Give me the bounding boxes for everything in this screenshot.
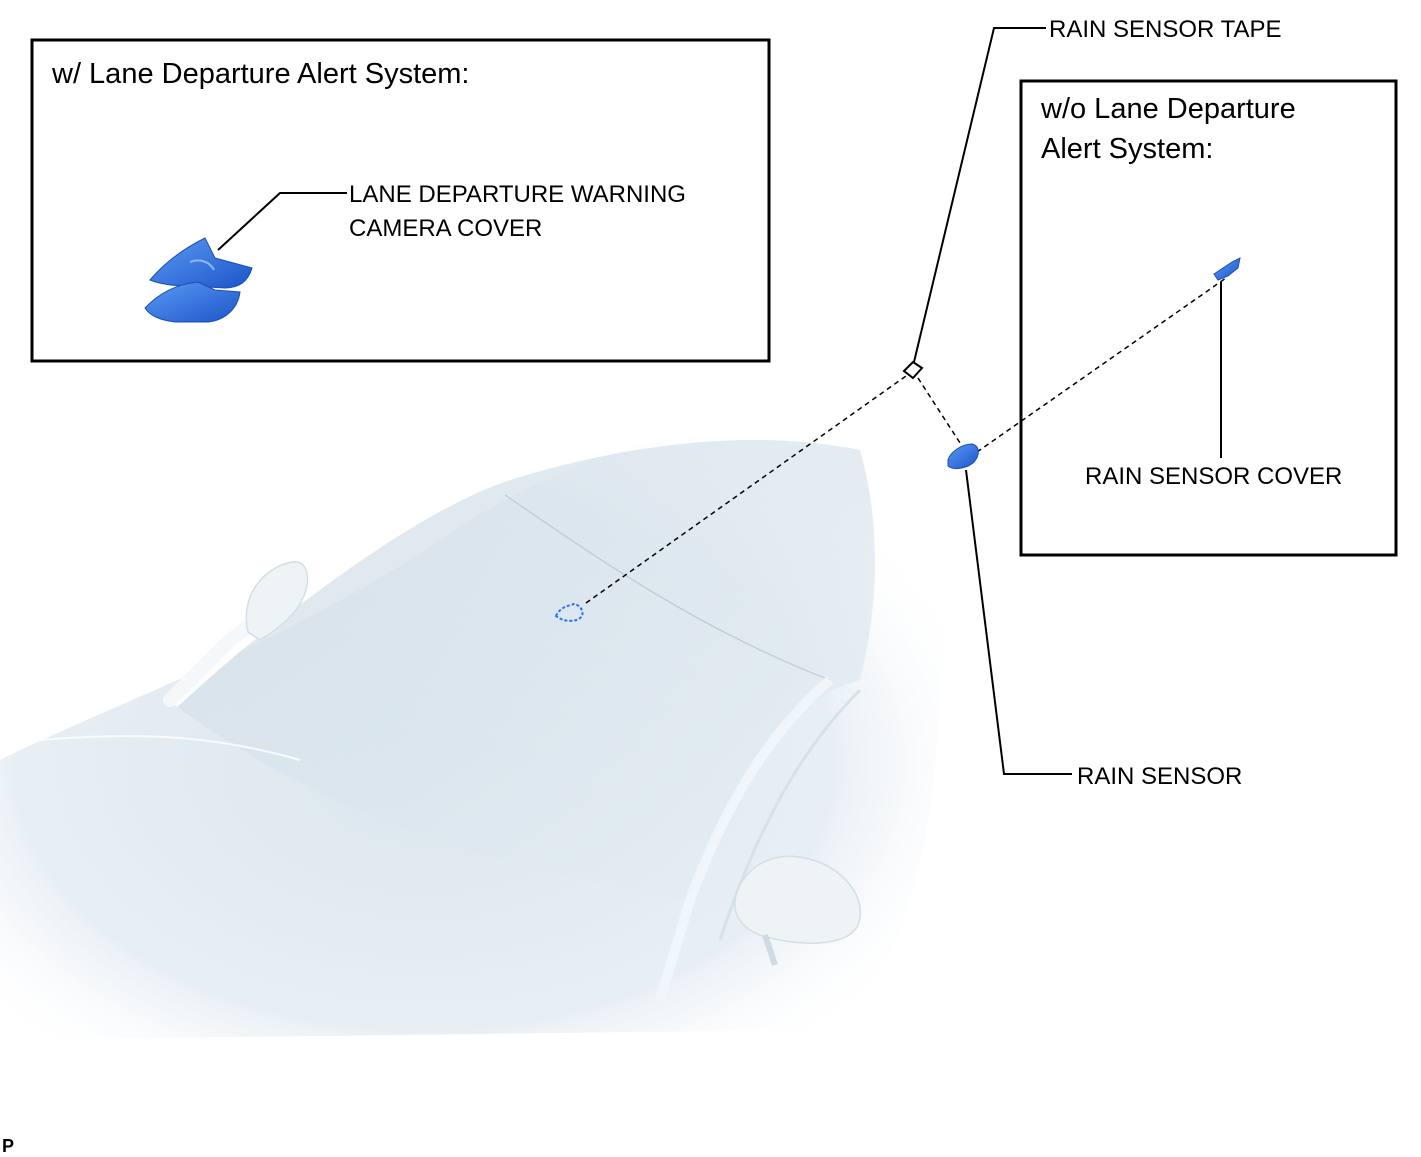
- camera-cover-label-line2: CAMERA COVER: [349, 215, 542, 242]
- callout-line-camera-cover: [217, 192, 347, 251]
- rain-sensor-cover-part: [1213, 257, 1241, 281]
- rain-sensor-tape-part: [902, 360, 924, 380]
- right-mirror-stem: [762, 934, 778, 966]
- windshield-glass: [175, 440, 875, 900]
- camera-cover-highlight: [189, 259, 215, 271]
- camera-cover-part: [144, 237, 253, 323]
- leader-line-sensor-to-cover: [976, 277, 1227, 453]
- inset-without-lda-frame: [1019, 79, 1398, 557]
- callout-line-rain-sensor-tape: [913, 27, 1046, 363]
- camera-cover-upper: [149, 237, 253, 289]
- inset-without-lda-title-line1: w/o Lane Departure: [1040, 93, 1296, 125]
- corner-code: P: [2, 1136, 14, 1156]
- a-pillar-right: [655, 676, 834, 1002]
- inset-with-lda-title: w/ Lane Departure Alert System:: [51, 58, 469, 90]
- camera-cover-lower: [144, 281, 241, 323]
- callout-line-rain-sensor: [965, 469, 1072, 775]
- leader-line-windshield-to-tape: [585, 375, 907, 604]
- rain-sensor-label: RAIN SENSOR: [1077, 763, 1242, 790]
- hood-line: [39, 735, 301, 761]
- sensor-location-mark: [554, 602, 584, 622]
- car-illustration: [0, 422, 943, 1040]
- side-window-edge: [718, 688, 862, 941]
- rain-sensor-cover-label: RAIN SENSOR COVER: [1085, 463, 1342, 490]
- leader-line-tape-to-sensor: [917, 377, 963, 447]
- inset-without-lda: w/o Lane Departure Alert System: RAIN SE…: [1019, 79, 1398, 557]
- windshield-crease: [504, 494, 831, 681]
- camera-cover-label-line1: LANE DEPARTURE WARNING: [349, 181, 686, 208]
- inset-without-lda-title-line2: Alert System:: [1041, 133, 1213, 165]
- rain-sensor-tape-label: RAIN SENSOR TAPE: [1049, 16, 1282, 43]
- inset-with-lda: w/ Lane Departure Alert System: LANE DEP…: [30, 38, 771, 363]
- rain-sensor-part: [947, 443, 979, 470]
- left-side-mirror: [245, 561, 309, 641]
- right-side-mirror: [734, 855, 862, 944]
